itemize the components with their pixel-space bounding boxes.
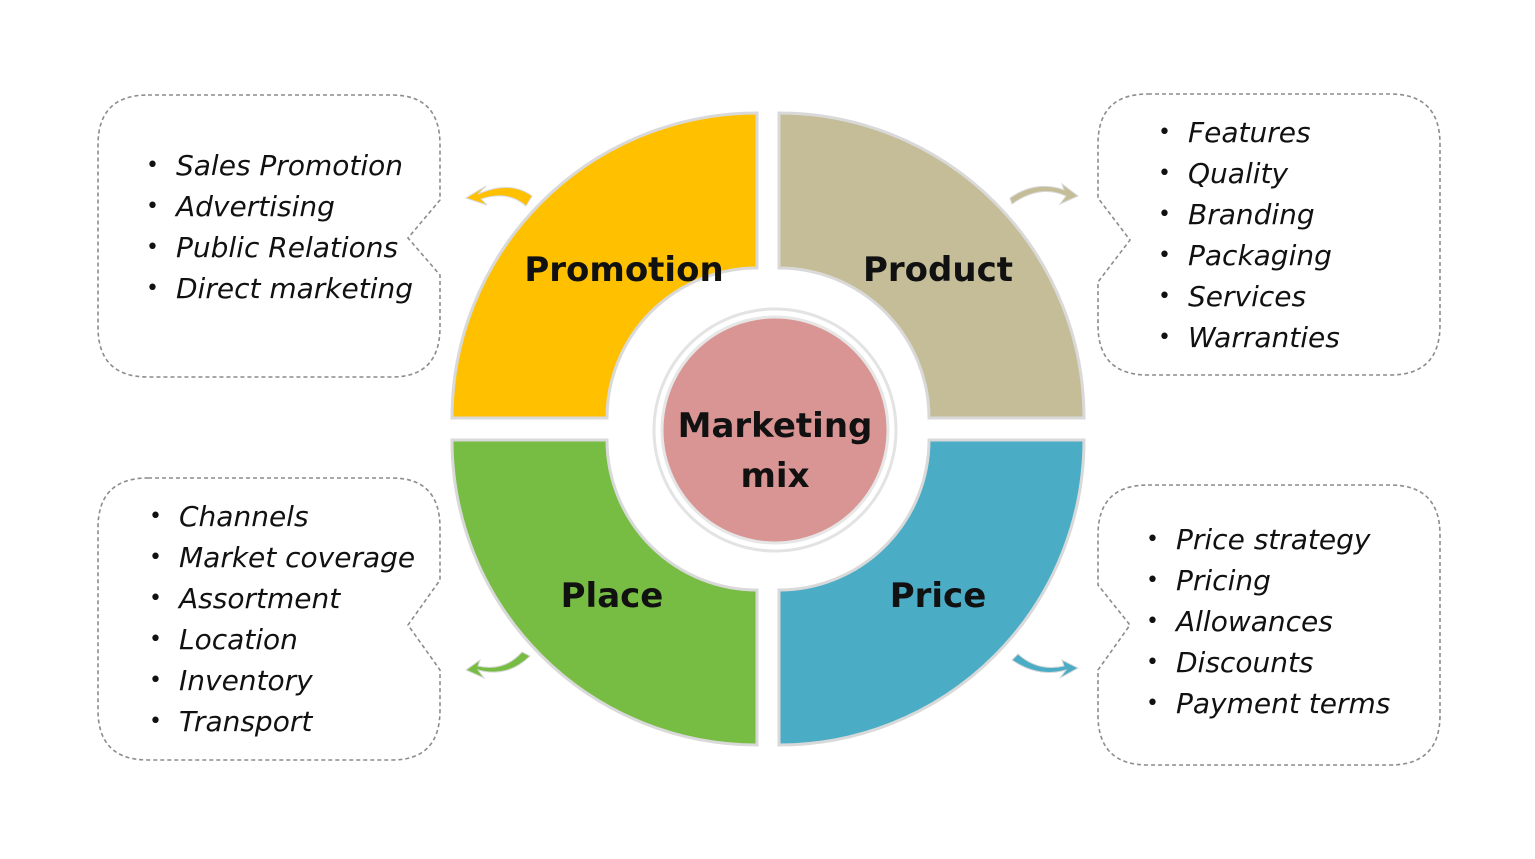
product-item: •Services xyxy=(1158,276,1340,317)
price-item: •Price strategy xyxy=(1146,519,1390,560)
product-label: Product xyxy=(863,250,1013,290)
product-item: •Quality xyxy=(1158,153,1340,194)
promotion-item: •Advertising xyxy=(146,186,413,227)
promotion-quadrant xyxy=(450,111,759,420)
center-label-line1: Marketing xyxy=(678,406,873,446)
bullet-icon: • xyxy=(1158,284,1171,309)
bullet-icon: • xyxy=(149,709,162,734)
promotion-callout-list: •Sales Promotion •Advertising •Public Re… xyxy=(146,145,413,309)
product-callout-box xyxy=(1097,93,1441,376)
bullet-icon: • xyxy=(1158,243,1171,268)
promotion-label: Promotion xyxy=(524,250,723,290)
bullet-icon: • xyxy=(1158,202,1171,227)
price-label: Price xyxy=(890,576,987,616)
place-callout-box xyxy=(97,477,441,761)
price-callout-box xyxy=(1097,484,1441,766)
bullet-icon: • xyxy=(1158,120,1171,145)
bullet-icon: • xyxy=(149,586,162,611)
bullet-icon: • xyxy=(1146,527,1159,552)
promotion-callout-box xyxy=(97,94,441,378)
place-quadrant xyxy=(450,438,759,747)
place-callout-list: •Channels •Market coverage •Assortment •… xyxy=(149,496,415,742)
price-item: •Payment terms xyxy=(1146,683,1390,724)
place-item: •Transport xyxy=(149,701,415,742)
bullet-icon: • xyxy=(1146,609,1159,634)
product-item: •Packaging xyxy=(1158,235,1340,276)
bullet-icon: • xyxy=(1146,691,1159,716)
price-callout-list: •Price strategy •Pricing •Allowances •Di… xyxy=(1146,519,1390,724)
promotion-item: •Sales Promotion xyxy=(146,145,413,186)
product-item: •Branding xyxy=(1158,194,1340,235)
bullet-icon: • xyxy=(149,627,162,652)
product-arrow-icon xyxy=(1009,182,1079,206)
bullet-icon: • xyxy=(149,545,162,570)
price-item: •Allowances xyxy=(1146,601,1390,642)
bullet-icon: • xyxy=(149,668,162,693)
place-item: •Channels xyxy=(149,496,415,537)
bullet-icon: • xyxy=(149,504,162,529)
product-item: •Warranties xyxy=(1158,317,1340,358)
price-quadrant xyxy=(777,438,1086,747)
place-item: •Inventory xyxy=(149,660,415,701)
bullet-icon: • xyxy=(1158,325,1171,350)
center-label-line2: mix xyxy=(740,456,809,496)
place-arrow-icon xyxy=(464,651,531,680)
bullet-icon: • xyxy=(146,235,159,260)
bullet-icon: • xyxy=(146,276,159,301)
promotion-arrow-icon xyxy=(464,185,533,207)
price-item: •Pricing xyxy=(1146,560,1390,601)
product-callout-list: •Features •Quality •Branding •Packaging … xyxy=(1158,112,1340,358)
place-item: •Assortment xyxy=(149,578,415,619)
product-item: •Features xyxy=(1158,112,1340,153)
bullet-icon: • xyxy=(1158,161,1171,186)
price-arrow-icon xyxy=(1011,653,1080,679)
center-circle xyxy=(660,315,890,545)
promotion-item: •Direct marketing xyxy=(146,268,413,309)
bullet-icon: • xyxy=(146,153,159,178)
bullet-icon: • xyxy=(1146,568,1159,593)
place-item: •Location xyxy=(149,619,415,660)
price-item: •Discounts xyxy=(1146,642,1390,683)
bullet-icon: • xyxy=(1146,650,1159,675)
promotion-item: •Public Relations xyxy=(146,227,413,268)
place-item: •Market coverage xyxy=(149,537,415,578)
product-quadrant xyxy=(777,111,1086,420)
bullet-icon: • xyxy=(146,194,159,219)
place-label: Place xyxy=(561,576,664,616)
